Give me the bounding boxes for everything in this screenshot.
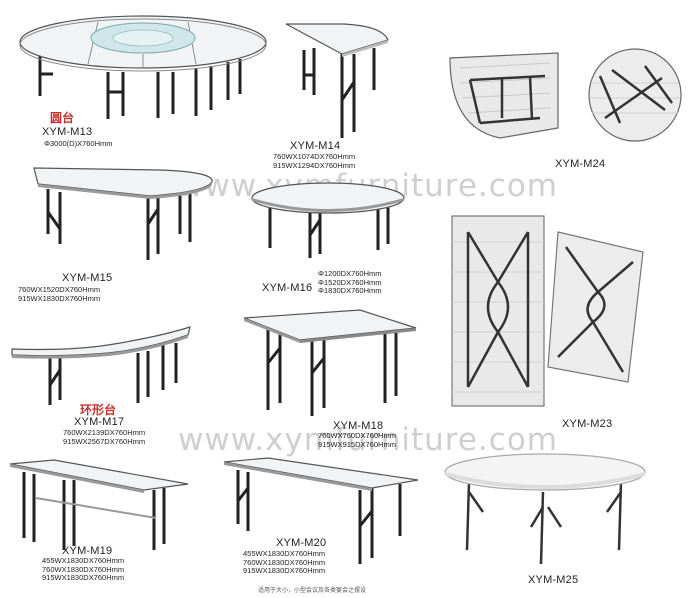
model-label-m20: XYM-M20	[276, 537, 327, 549]
dimension-text: Φ3000(D)X760Hmm	[44, 139, 113, 148]
category-label-round-table: 圆台	[50, 111, 75, 125]
table-m20-image	[223, 457, 419, 564]
model-label-m14: XYM-M14	[290, 140, 341, 152]
model-label-m23: XYM-M23	[562, 418, 613, 430]
table-m13-image	[19, 15, 267, 119]
model-label-m25: XYM-M25	[528, 574, 579, 586]
usage-note: 适用于大小，小型会议及各类宴会之摆设	[258, 587, 367, 594]
table-m14-image	[285, 23, 389, 138]
table-m23-image	[451, 215, 644, 407]
model-label-m17: XYM-M17	[74, 416, 125, 428]
model-label-m16: XYM-M16	[262, 282, 313, 294]
model-label-m15: XYM-M15	[62, 272, 113, 284]
model-label-m18: XYM-M18	[333, 420, 384, 432]
model-label-m13: XYM-M13	[42, 126, 93, 138]
table-m15-image	[33, 167, 213, 260]
table-m25-image	[444, 453, 646, 565]
table-m19-image	[9, 459, 189, 550]
watermark-text: www.xymfurniture.com	[178, 422, 558, 458]
category-label-ring-table: 环形台	[80, 403, 117, 417]
table-m18-image	[243, 309, 417, 416]
model-label-m24: XYM-M24	[555, 158, 606, 170]
model-label-m19: XYM-M19	[62, 545, 113, 557]
table-m16-image	[251, 182, 405, 258]
table-m24-image	[449, 48, 682, 142]
table-m17-image	[11, 326, 191, 405]
